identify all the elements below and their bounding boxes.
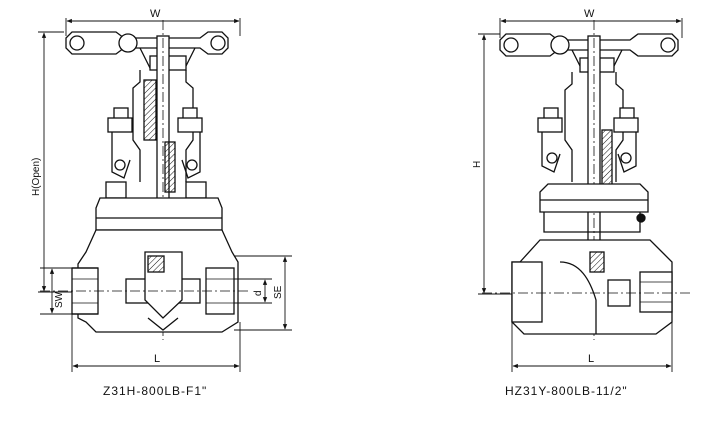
left-dim-h-label: H(Open) — [31, 158, 42, 196]
left-handwheel — [65, 31, 229, 71]
right-bonnet — [539, 183, 649, 233]
left-valve-drawing: W H(Open) L SW d SE — [31, 8, 292, 372]
left-dim-l-label: L — [154, 353, 160, 365]
right-dim-h-label: H — [472, 161, 483, 168]
left-dim-sw-label: SW — [54, 291, 65, 308]
right-valve-drawing: W H L — [472, 8, 690, 372]
left-bonnet — [95, 181, 223, 231]
left-dim-se-label: SE — [273, 285, 284, 299]
left-dimensions — [38, 18, 292, 372]
left-dim-d-label: d — [253, 290, 264, 296]
right-body — [482, 239, 690, 335]
right-dimensions — [478, 18, 683, 372]
left-body — [40, 229, 250, 333]
right-dim-w-label: W — [584, 8, 595, 20]
left-valve-caption: Z31H-800LB-F1" — [103, 384, 208, 398]
left-dim-w-label: W — [150, 8, 161, 20]
right-valve-caption: HZ31Y-800LB-11/2" — [505, 384, 628, 398]
right-dim-l-label: L — [588, 353, 594, 365]
left-gland-bolts — [107, 107, 203, 193]
